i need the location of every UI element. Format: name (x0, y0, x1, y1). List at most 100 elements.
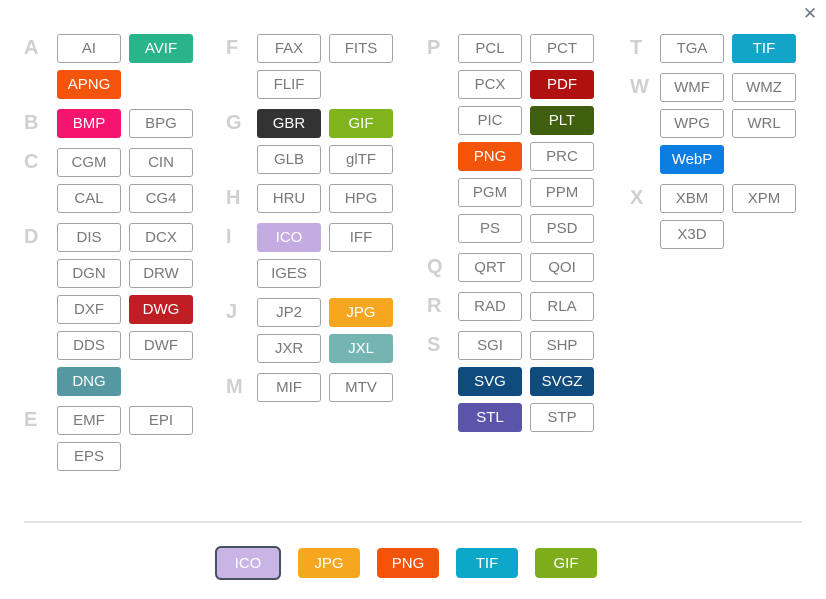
format-eps-button[interactable]: EPS (57, 442, 121, 471)
footer-format-png-button[interactable]: PNG (377, 548, 439, 578)
format-row: PIC PLT (427, 106, 602, 135)
format-drw-button[interactable]: DRW (129, 259, 193, 288)
format-fax-button[interactable]: FAX (257, 34, 321, 63)
format-svgz-button[interactable]: SVGZ (530, 367, 594, 396)
format-hru-button[interactable]: HRU (257, 184, 321, 213)
footer-format-jpg-button[interactable]: JPG (298, 548, 360, 578)
format-rla-button[interactable]: RLA (530, 292, 594, 321)
format-mtv-button[interactable]: MTV (329, 373, 393, 402)
format-dis-button[interactable]: DIS (57, 223, 121, 252)
group-letter-J: J (226, 301, 238, 323)
format-rad-button[interactable]: RAD (458, 292, 522, 321)
format-wpg-button[interactable]: WPG (660, 109, 724, 138)
format-dds-button[interactable]: DDS (57, 331, 121, 360)
format-stl-button[interactable]: STL (458, 403, 522, 432)
group-letter-A (24, 70, 57, 99)
format-dcx-button[interactable]: DCX (129, 223, 193, 252)
format-apng-button[interactable]: APNG (57, 70, 121, 99)
format-bmp-button[interactable]: BMP (57, 109, 121, 138)
group-letter-S (427, 403, 458, 432)
format-row: WPG WRL (630, 109, 804, 138)
format-cg4-button[interactable]: CG4 (129, 184, 193, 213)
format-dxf-button[interactable]: DXF (57, 295, 121, 324)
format-webp-button[interactable]: WebP (660, 145, 724, 174)
format-wmz-button[interactable]: WMZ (732, 73, 796, 102)
format-qrt-button[interactable]: QRT (458, 253, 522, 282)
format-dgn-button[interactable]: DGN (57, 259, 121, 288)
format-jpg-button[interactable]: JPG (329, 298, 393, 327)
format-jp2-button[interactable]: JP2 (257, 298, 321, 327)
format-pgm-button[interactable]: PGM (458, 178, 522, 207)
format-hpg-button[interactable]: HPG (329, 184, 393, 213)
format-png-button[interactable]: PNG (458, 142, 522, 171)
format-dng-button[interactable]: DNG (57, 367, 121, 396)
format-dwg-button[interactable]: DWG (129, 295, 193, 324)
letter-group-X: X XBM XPM X3D (630, 184, 804, 249)
format-ppm-button[interactable]: PPM (530, 178, 594, 207)
format-row: J JP2 JPG (226, 298, 401, 327)
format-row: X3D (630, 220, 804, 249)
format-x3d-button[interactable]: X3D (660, 220, 724, 249)
format-gltf-button[interactable]: glTF (329, 145, 393, 174)
format-svg-button[interactable]: SVG (458, 367, 522, 396)
footer-format-gif-button[interactable]: GIF (535, 548, 597, 578)
format-jxr-button[interactable]: JXR (257, 334, 321, 363)
group-letter-X: X (630, 187, 644, 209)
format-ico-button[interactable]: ICO (257, 223, 321, 252)
close-icon[interactable]: ✕ (802, 4, 818, 23)
format-jxl-button[interactable]: JXL (329, 334, 393, 363)
format-emf-button[interactable]: EMF (57, 406, 121, 435)
format-ai-button[interactable]: AI (57, 34, 121, 63)
format-psd-button[interactable]: PSD (530, 214, 594, 243)
format-row: PNG PRC (427, 142, 602, 171)
format-pdf-button[interactable]: PDF (530, 70, 594, 99)
format-iges-button[interactable]: IGES (257, 259, 321, 288)
footer-format-tif-button[interactable]: TIF (456, 548, 518, 578)
format-plt-button[interactable]: PLT (530, 106, 594, 135)
format-tga-button[interactable]: TGA (660, 34, 724, 63)
format-wrl-button[interactable]: WRL (732, 109, 796, 138)
format-iff-button[interactable]: IFF (329, 223, 393, 252)
format-ps-button[interactable]: PS (458, 214, 522, 243)
format-qoi-button[interactable]: QOI (530, 253, 594, 282)
format-bpg-button[interactable]: BPG (129, 109, 193, 138)
format-row: FLIF (226, 70, 401, 99)
format-mif-button[interactable]: MIF (257, 373, 321, 402)
format-epi-button[interactable]: EPI (129, 406, 193, 435)
format-dwf-button[interactable]: DWF (129, 331, 193, 360)
format-xbm-button[interactable]: XBM (660, 184, 724, 213)
format-flif-button[interactable]: FLIF (257, 70, 321, 99)
format-wmf-button[interactable]: WMF (660, 73, 724, 102)
group-letter-A: A (24, 37, 39, 59)
group-letter-G (226, 145, 257, 174)
format-avif-button[interactable]: AVIF (129, 34, 193, 63)
format-stp-button[interactable]: STP (530, 403, 594, 432)
format-xpm-button[interactable]: XPM (732, 184, 796, 213)
format-pcx-button[interactable]: PCX (458, 70, 522, 99)
format-row: DNG (24, 367, 201, 396)
format-cgm-button[interactable]: CGM (57, 148, 121, 177)
format-sgi-button[interactable]: SGI (458, 331, 522, 360)
format-glb-button[interactable]: GLB (257, 145, 321, 174)
format-pct-button[interactable]: PCT (530, 34, 594, 63)
format-gif-button[interactable]: GIF (329, 109, 393, 138)
format-tif-button[interactable]: TIF (732, 34, 796, 63)
format-row: APNG (24, 70, 201, 99)
format-prc-button[interactable]: PRC (530, 142, 594, 171)
format-pcl-button[interactable]: PCL (458, 34, 522, 63)
format-pic-button[interactable]: PIC (458, 106, 522, 135)
footer-format-ico-button[interactable]: ICO (215, 546, 281, 580)
format-cin-button[interactable]: CIN (129, 148, 193, 177)
format-fits-button[interactable]: FITS (329, 34, 393, 63)
format-shp-button[interactable]: SHP (530, 331, 594, 360)
format-row: DDS DWF (24, 331, 201, 360)
format-cal-button[interactable]: CAL (57, 184, 121, 213)
format-gbr-button[interactable]: GBR (257, 109, 321, 138)
